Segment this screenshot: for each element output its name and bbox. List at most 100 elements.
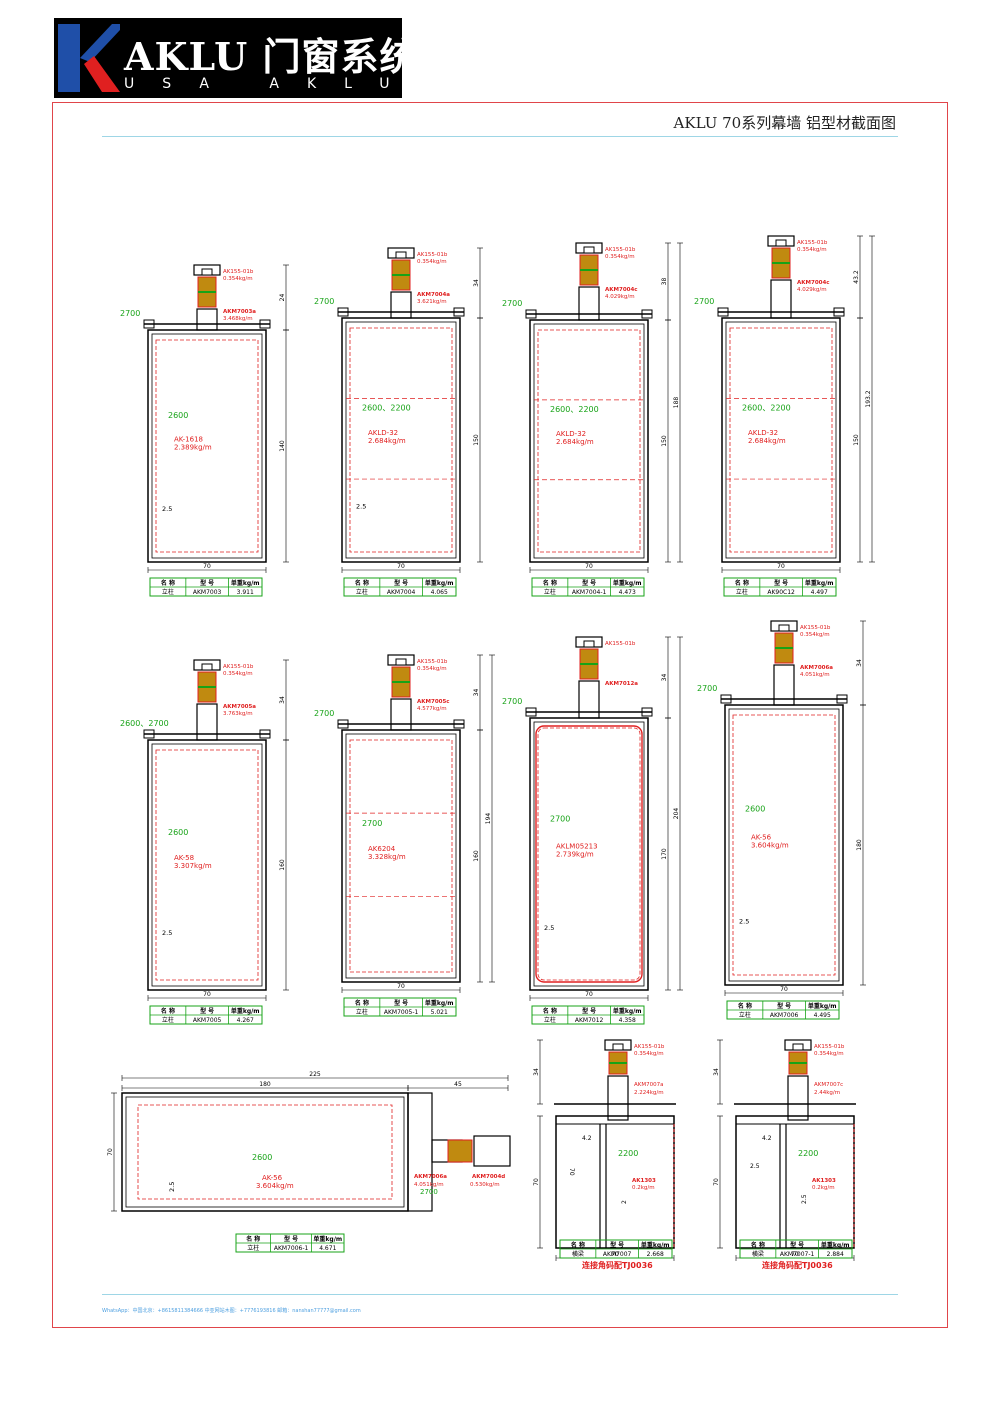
label-profile-weight: 3.763kg/m xyxy=(223,711,253,717)
spec-table-cell: 横梁 xyxy=(572,1250,584,1258)
label-length: 2700 xyxy=(120,309,140,318)
top-rule xyxy=(102,136,898,137)
spec-table-cell: 立柱 xyxy=(356,1008,368,1016)
spec-table-cell: 2.884 xyxy=(827,1251,844,1258)
dimension-label: 70 xyxy=(107,1148,114,1156)
label-clip-weight: 0.354kg/m xyxy=(223,671,253,677)
dimension-label: 160 xyxy=(473,850,480,862)
profile-body-inner xyxy=(345,321,457,559)
spec-table-cell: 立柱 xyxy=(247,1244,259,1252)
clip-head xyxy=(473,1135,511,1167)
label-thickness: 2.5 xyxy=(168,1182,176,1192)
profile-body xyxy=(529,319,649,563)
dimension-label: 34 xyxy=(473,279,480,287)
label-thickness: 2 xyxy=(621,1200,628,1204)
label-insert-weight: 3.328kg/m xyxy=(368,853,406,861)
label-insert: AK1303 xyxy=(632,1178,656,1184)
dimension-label: 180 xyxy=(856,839,863,851)
label-thickness: 2.5 xyxy=(739,917,749,925)
profile-body-inner xyxy=(725,321,837,559)
spec-table-header: 型 号 xyxy=(394,999,408,1007)
spec-table-header: 名 称 xyxy=(161,579,175,587)
logo-brand-text: AKLU 门窗系统 xyxy=(124,34,402,79)
transom-profile-b3: 347070AK155-01b0.354kg/mAKM7007c2.44kg/m… xyxy=(713,1039,856,1270)
flange-hook xyxy=(717,307,729,317)
label-clip: AK155-01b xyxy=(797,240,828,246)
thermal-strip xyxy=(447,1139,473,1163)
flange-hook xyxy=(525,707,537,717)
spec-table-cell: AK90C12 xyxy=(767,589,795,596)
label-clip: AK155-01b xyxy=(417,252,448,258)
dimension-label: 70 xyxy=(568,1168,575,1176)
logo-sub-text: USA AKLU xyxy=(124,76,402,92)
spec-table-header: 单重kg/m xyxy=(231,1007,260,1015)
label-insert: AKLM05213 xyxy=(556,843,598,851)
label-length: 2600、2200 xyxy=(742,404,791,413)
label-clip-weight: 0.354kg/m xyxy=(634,1051,664,1057)
profile-body-inner xyxy=(345,733,457,979)
label-length: 2600、2700 xyxy=(120,719,169,728)
spec-table-cell: AKM7007-1 xyxy=(780,1251,815,1258)
dimension-label: 140 xyxy=(279,440,286,452)
spec-table-cell: 2.668 xyxy=(647,1251,664,1258)
spec-table-header: 型 号 xyxy=(774,579,788,587)
label-clip: AK155-01b xyxy=(223,664,254,670)
reinforcement-insert xyxy=(537,727,641,981)
dimension-label: 70 xyxy=(203,991,211,998)
clip-slot xyxy=(395,658,407,666)
spec-table-header: 单重kg/m xyxy=(805,579,834,587)
label-profile: AKM7006a xyxy=(414,1174,447,1180)
dimension-label: 34 xyxy=(713,1068,720,1076)
dimension-label: 150 xyxy=(661,435,668,447)
label-profile-weight: 4.577kg/m xyxy=(417,706,447,712)
spec-table-cell: 立柱 xyxy=(162,588,174,596)
spec-table-cell: 4.358 xyxy=(619,1017,636,1024)
profile-stem xyxy=(607,1075,629,1121)
spec-table-cell: 立柱 xyxy=(739,1011,751,1019)
spec-table-cell: 4.267 xyxy=(237,1017,254,1024)
label-clip: AK155-01b xyxy=(605,247,636,253)
label-profile-weight: 3.621kg/m xyxy=(417,299,447,305)
dimension-label: 4.2 xyxy=(762,1135,772,1142)
spec-table-header: 单重kg/m xyxy=(425,999,454,1007)
clip-slot xyxy=(612,1043,624,1051)
spec-table-header: 单重kg/m xyxy=(231,579,260,587)
label-length: 2600 xyxy=(168,828,188,837)
spec-table-cell: AKM7005-1 xyxy=(384,1009,419,1016)
spec-table-cell: AKM7005 xyxy=(193,1017,222,1024)
dimension-label: 188 xyxy=(673,397,680,409)
connector-clip xyxy=(387,247,415,291)
drawing-frame xyxy=(52,102,948,1328)
label-clip-weight: 0.354kg/m xyxy=(417,259,447,265)
dimension-label: 34 xyxy=(856,659,863,667)
column-profile-s8: AK155-01b0.354kg/mAKM7006a4.051kg/m27002… xyxy=(697,620,866,996)
spec-table-header: 型 号 xyxy=(200,579,214,587)
label-profile: AKM7005c xyxy=(417,699,450,705)
spec-table-header: 名 称 xyxy=(571,1241,585,1249)
spec-table-cell: 5.021 xyxy=(431,1009,448,1016)
flange-hook xyxy=(259,319,271,329)
spec-table-cell: 4.497 xyxy=(811,589,828,596)
label-profile-weight: 4.029kg/m xyxy=(605,294,635,300)
flange-hook xyxy=(143,319,155,329)
label-length: 2700 xyxy=(550,814,570,823)
spec-table-cell: 立柱 xyxy=(544,588,556,596)
profile-body xyxy=(721,317,841,563)
flange-hook xyxy=(836,694,848,704)
flange-hook xyxy=(453,719,465,729)
profile-body xyxy=(121,1092,409,1212)
dimension-label: 34 xyxy=(279,696,286,704)
connector-clip xyxy=(767,235,795,279)
label-clip-weight: 0.354kg/m xyxy=(800,632,830,638)
dimension-label: 160 xyxy=(279,859,286,871)
label-clip-weight: 0.354kg/m xyxy=(605,254,635,260)
label-insert-weight: 2.389kg/m xyxy=(174,443,212,451)
label-length: 2600、2200 xyxy=(550,405,599,414)
clip-slot xyxy=(792,1043,804,1051)
profile-body xyxy=(529,717,649,991)
